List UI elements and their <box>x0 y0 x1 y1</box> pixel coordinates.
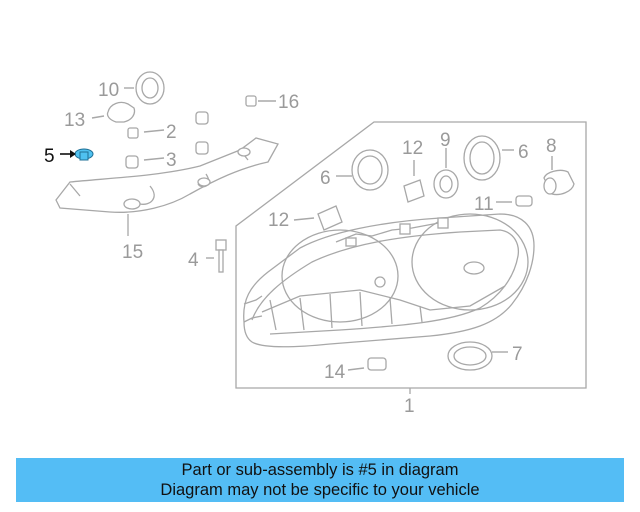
socket-8 <box>543 156 575 196</box>
bolt-4 <box>206 239 227 273</box>
assembly-outline <box>235 121 587 389</box>
callout-12-lower: 12 <box>268 210 289 231</box>
callout-2: 2 <box>166 122 177 143</box>
clip-5-highlighted <box>60 148 94 161</box>
cover-6-right <box>463 135 514 181</box>
callout-5: 5 <box>44 146 55 167</box>
callout-7: 7 <box>512 344 523 365</box>
banner-line-2: Diagram may not be specific to your vehi… <box>160 481 480 499</box>
callout-1: 1 <box>404 396 415 417</box>
banner-line-1: Part or sub-assembly is #5 in diagram <box>181 461 459 479</box>
callout-10: 10 <box>98 80 119 101</box>
callout-11: 11 <box>474 194 494 215</box>
socket-9 <box>433 148 459 199</box>
cover-6-left <box>336 149 389 191</box>
callout-16: 16 <box>278 92 299 113</box>
callout-8: 8 <box>546 136 557 157</box>
screw-16 <box>245 95 276 107</box>
callout-9: 9 <box>440 130 451 151</box>
grommet-7 <box>447 341 508 371</box>
grommet-10 <box>124 71 165 105</box>
callout-6-left: 6 <box>320 168 331 189</box>
bulb-12-upper <box>403 160 425 203</box>
info-banner: Part or sub-assembly is #5 in diagram Di… <box>16 458 624 502</box>
bracket-15 <box>55 137 279 236</box>
bulb-13 <box>91 101 136 123</box>
callout-15: 15 <box>122 242 143 263</box>
headlamp-assembly <box>243 213 535 394</box>
callout-13: 13 <box>64 110 85 131</box>
callout-6-right: 6 <box>518 142 529 163</box>
callout-3: 3 <box>166 150 177 171</box>
screws-2-3 <box>125 111 209 169</box>
bulb-14 <box>347 357 387 371</box>
callout-12-upper: 12 <box>402 138 423 159</box>
callout-14: 14 <box>324 362 346 383</box>
bulb-11 <box>496 195 533 207</box>
bulb-12-lower <box>293 205 343 231</box>
callout-4: 4 <box>188 250 199 271</box>
